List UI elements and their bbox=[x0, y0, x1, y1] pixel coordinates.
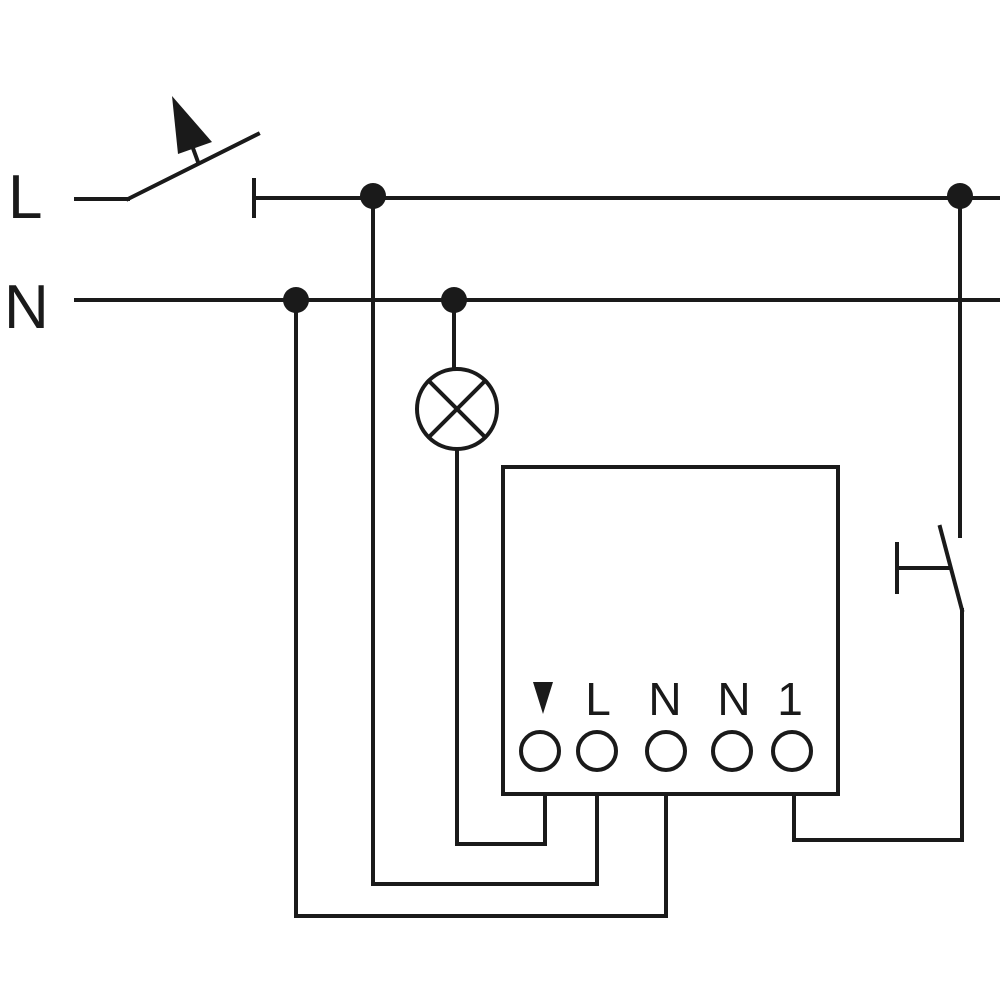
terminal-screw-n2 bbox=[711, 730, 753, 772]
terminal-label-n1: N bbox=[648, 673, 681, 725]
main-switch bbox=[74, 96, 261, 218]
lamp-icon bbox=[415, 367, 499, 451]
terminal-screw-l bbox=[576, 730, 618, 772]
terminal-screw-1 bbox=[771, 730, 813, 772]
neutral-feed-wire bbox=[294, 298, 668, 918]
switch-blade bbox=[125, 131, 261, 202]
terminal-label-l: L bbox=[585, 673, 611, 725]
terminal-label-1: 1 bbox=[777, 673, 803, 725]
device-box bbox=[501, 465, 840, 796]
line-feed-wire bbox=[371, 194, 599, 886]
neutral-label: N bbox=[4, 273, 49, 342]
switch-actuator-arrow-icon bbox=[172, 96, 212, 154]
pushbutton-icon bbox=[895, 524, 965, 613]
terminal-label-n2: N bbox=[717, 673, 750, 725]
line-label: L bbox=[8, 163, 42, 232]
down-triangle-icon bbox=[533, 682, 553, 714]
terminal-screw-output bbox=[519, 730, 561, 772]
lamp-switched-wire bbox=[455, 448, 547, 846]
terminal-screw-n1 bbox=[645, 730, 687, 772]
pushbutton-input-wire bbox=[792, 608, 964, 842]
lamp-cross-b bbox=[426, 378, 488, 440]
